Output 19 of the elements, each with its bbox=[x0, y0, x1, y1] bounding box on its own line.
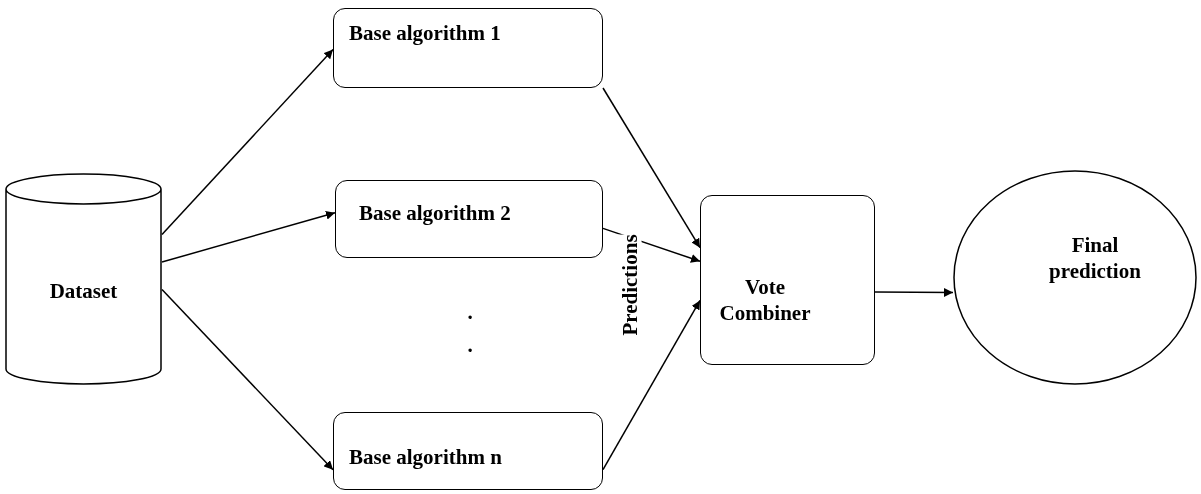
process-box bbox=[333, 8, 603, 88]
process-box bbox=[335, 180, 603, 258]
node-label: Base algorithm 2 bbox=[359, 200, 511, 226]
node-label: Final prediction bbox=[1048, 231, 1142, 284]
arrow bbox=[161, 288, 334, 471]
arrow bbox=[602, 87, 701, 249]
arrow bbox=[874, 288, 954, 297]
process-box bbox=[700, 195, 875, 365]
terminal-ellipse bbox=[953, 170, 1197, 385]
node-label: Vote Combiner bbox=[718, 274, 812, 326]
node-label: Base algorithm 1 bbox=[349, 20, 501, 46]
database-cylinder bbox=[5, 173, 162, 385]
node-label: Base algorithm n bbox=[349, 444, 502, 470]
arrow bbox=[161, 48, 334, 236]
axis-label: Predictions bbox=[618, 234, 642, 336]
arrow bbox=[602, 299, 701, 471]
process-box bbox=[333, 412, 603, 490]
arrow bbox=[161, 210, 336, 263]
node-label: Dataset bbox=[49, 278, 118, 304]
